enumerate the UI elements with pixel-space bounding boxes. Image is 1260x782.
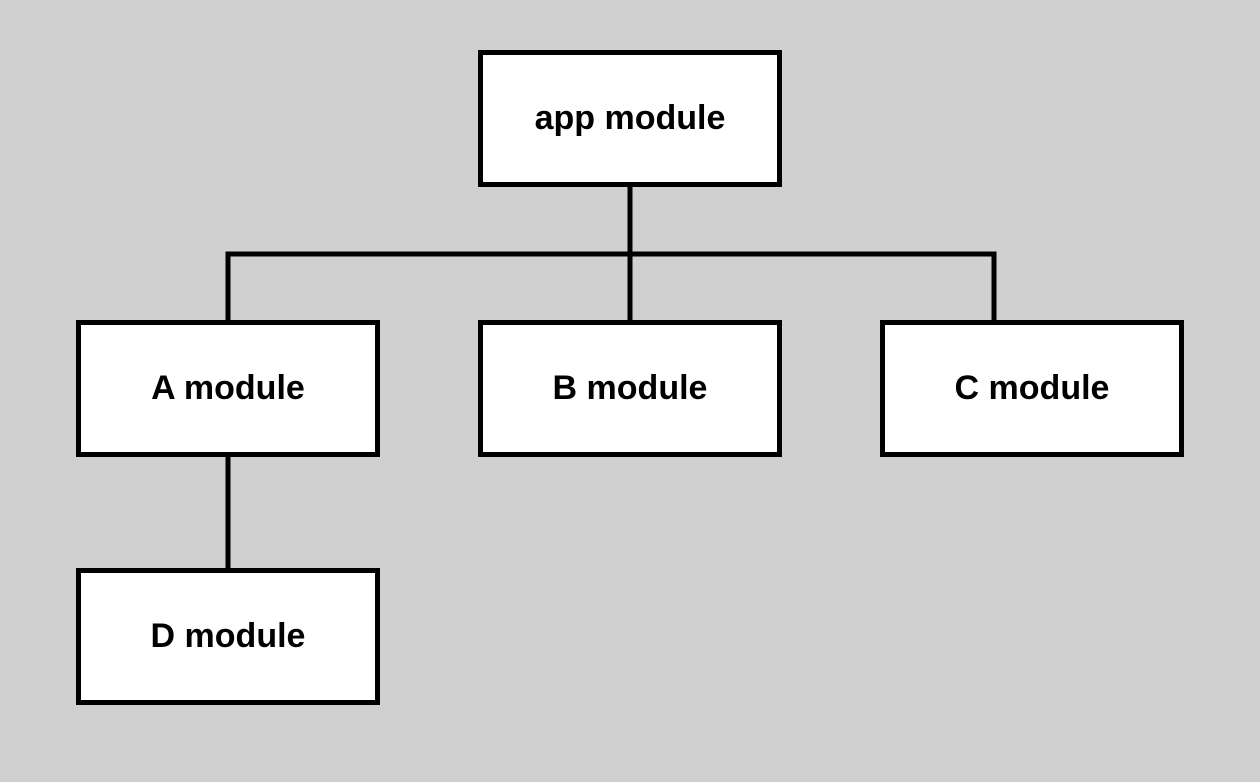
a-module-node[interactable]: A module xyxy=(76,320,380,457)
app-module-node[interactable]: app module xyxy=(478,50,782,187)
c-module-label: C module xyxy=(954,369,1110,407)
b-module-node[interactable]: B module xyxy=(478,320,782,457)
c-module-node[interactable]: C module xyxy=(880,320,1184,457)
app-module-label: app module xyxy=(534,99,726,137)
d-module-label: D module xyxy=(150,617,306,655)
a-module-label: A module xyxy=(151,369,305,407)
b-module-label: B module xyxy=(552,369,708,407)
d-module-node[interactable]: D module xyxy=(76,568,380,705)
